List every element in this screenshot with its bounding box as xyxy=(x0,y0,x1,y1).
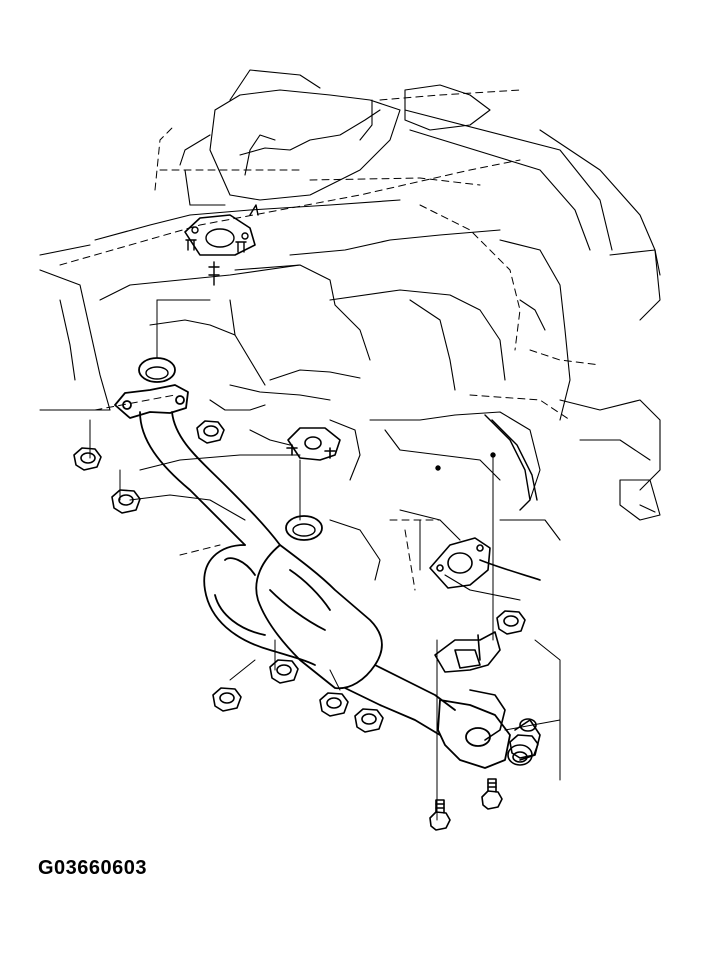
flange-nut xyxy=(212,687,242,712)
engine-background-dashed xyxy=(59,89,601,591)
leader-lines xyxy=(89,299,561,821)
reference-dot xyxy=(490,452,496,458)
flange-nut xyxy=(319,692,349,717)
flange-nut xyxy=(269,659,299,684)
reference-dot xyxy=(435,465,441,471)
fuel-line-2 xyxy=(491,419,538,501)
upper-gasket xyxy=(138,357,176,383)
support-bracket xyxy=(434,631,541,766)
front-exhaust-pipe xyxy=(114,384,511,769)
rear-gasket xyxy=(429,537,541,589)
mid-gasket xyxy=(285,515,323,541)
flange-nut xyxy=(509,734,539,759)
flange-nut xyxy=(496,610,526,635)
mid-flange xyxy=(286,427,341,461)
flange-nut xyxy=(73,447,102,471)
bracket-bolt xyxy=(481,778,503,810)
figure-code: G03660603 xyxy=(38,857,148,879)
flange-nut xyxy=(111,489,141,514)
bracket-bolt xyxy=(429,799,451,831)
flange-nut xyxy=(196,420,225,444)
upper-manifold-flange xyxy=(184,204,259,286)
flange-nut xyxy=(354,708,384,733)
fuel-line xyxy=(484,414,531,511)
engine-background-outline xyxy=(39,69,661,601)
